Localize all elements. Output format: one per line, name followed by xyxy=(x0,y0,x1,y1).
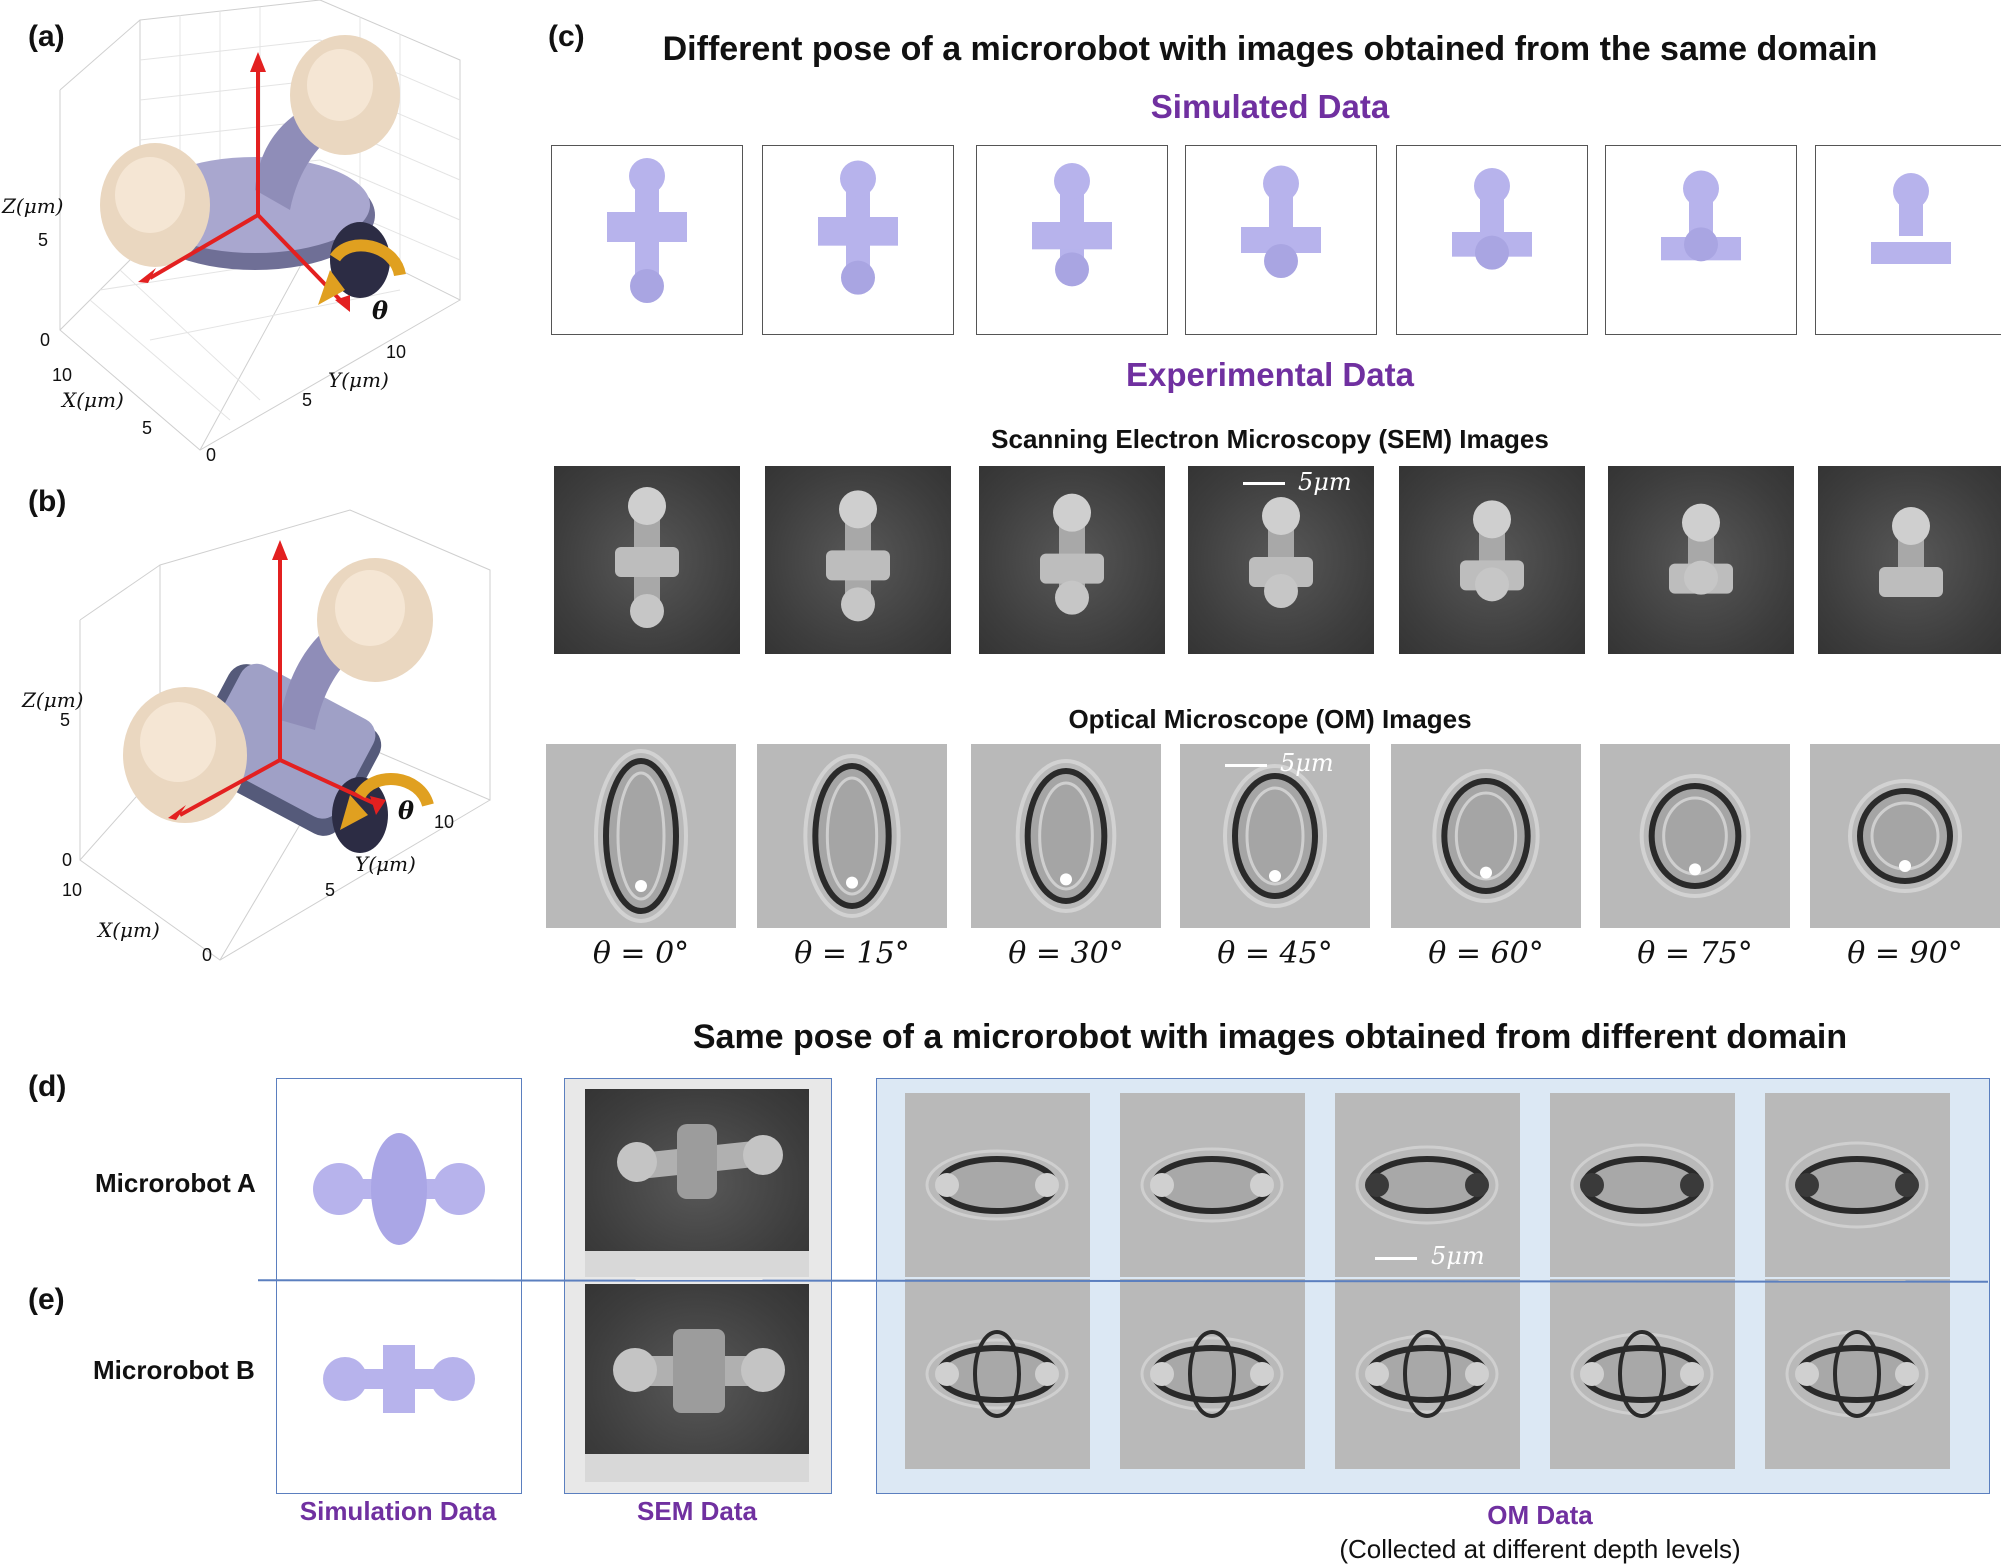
om-data-box: 5μm xyxy=(876,1078,1990,1494)
z-axis-label: Z(μm) xyxy=(22,688,84,712)
om-robot-b-tile xyxy=(1335,1279,1520,1469)
sem-image-robot-a xyxy=(585,1089,809,1277)
x-axis-label: X(μm) xyxy=(98,918,160,942)
x-axis-label: X(μm) xyxy=(62,388,124,412)
footer-simulation-data: Simulation Data xyxy=(299,1496,497,1526)
sem-scale-label: 5μm xyxy=(1298,468,1352,496)
theta-symbol: θ xyxy=(372,296,389,325)
simulated-heading: Simulated Data xyxy=(1150,88,1390,125)
footer-om-data: OM Data xyxy=(1487,1500,1593,1530)
om-robot-a-tile xyxy=(1335,1093,1520,1277)
sem-image-robot-b xyxy=(585,1284,809,1482)
om-robot-b-tile xyxy=(905,1279,1090,1469)
simulated-pose-tile xyxy=(1396,145,1588,335)
om-pose-tile xyxy=(757,744,947,928)
simulated-pose-tile xyxy=(762,145,954,335)
sem-pose-tile xyxy=(1818,466,2001,654)
om-robot-a-tile xyxy=(1550,1093,1735,1277)
angle-label: θ = 75° xyxy=(1637,936,1753,971)
x-tick: 10 xyxy=(62,880,83,900)
simulated-pose-tile xyxy=(551,145,743,335)
sem-pose-tile xyxy=(979,466,1165,654)
angle-label: θ = 30° xyxy=(1008,936,1124,971)
y-tick: 10 xyxy=(386,342,407,362)
angle-label: θ = 60° xyxy=(1428,936,1544,971)
y-axis-label: Y(μm) xyxy=(355,852,416,876)
panel-label-e: (e) xyxy=(28,1283,65,1316)
panel-label-d: (d) xyxy=(28,1070,67,1103)
x-tick: 0 xyxy=(206,445,217,465)
angle-label: θ = 0° xyxy=(592,936,690,971)
om-pose-tile xyxy=(971,744,1161,928)
theta-symbol: θ xyxy=(398,796,415,825)
om-pose-tile: 5μm xyxy=(1180,744,1370,928)
om-pose-tile xyxy=(546,744,736,928)
y-tick: 5 xyxy=(325,880,336,900)
microrobot-a-label: Microrobot A xyxy=(95,1168,256,1198)
panel-label-c: (c) xyxy=(548,20,585,53)
sem-heading: Scanning Electron Microscopy (SEM) Image… xyxy=(991,424,1549,454)
sem-pose-tile xyxy=(554,466,740,654)
om-scale-label: 5μm xyxy=(1431,1242,1485,1270)
footer-sem-data: SEM Data xyxy=(637,1496,757,1526)
om-scale-bar xyxy=(1375,1257,1417,1260)
om-robot-b-tile xyxy=(1765,1279,1950,1469)
y-axis-label: Y(μm) xyxy=(328,368,389,392)
sem-pose-tile xyxy=(765,466,951,654)
om-row-scale-label: 5μm xyxy=(1280,749,1334,777)
plot3d-a: Z(μm) 5 0 10 5 0 X(μm) Y(μm) 10 5 θ xyxy=(0,0,470,470)
sem-pose-tile: 5μm xyxy=(1188,466,1374,654)
x-tick: 5 xyxy=(142,418,153,438)
om-robot-a-tile xyxy=(1120,1093,1305,1277)
z-tick: 5 xyxy=(38,230,49,250)
x-tick: 0 xyxy=(202,945,213,965)
om-pose-tile xyxy=(1391,744,1581,928)
sem-pose-tile xyxy=(1608,466,1794,654)
z-tick: 0 xyxy=(62,850,73,870)
om-robot-a-tile xyxy=(1765,1093,1950,1277)
section-de-title: Same pose of a microrobot with images ob… xyxy=(692,1018,1848,1056)
x-tick: 10 xyxy=(52,365,73,385)
y-tick: 5 xyxy=(302,390,313,410)
experimental-heading: Experimental Data xyxy=(1126,356,1414,393)
angle-label: θ = 45° xyxy=(1217,936,1333,971)
z-tick: 5 xyxy=(60,710,71,730)
panel-label-b: (b) xyxy=(28,485,67,518)
simulated-pose-tile xyxy=(1185,145,1377,335)
om-row-scale-bar xyxy=(1225,764,1267,767)
simulated-pose-tile xyxy=(976,145,1168,335)
om-robot-a-tile xyxy=(905,1093,1090,1277)
om-robot-b-tile xyxy=(1550,1279,1735,1469)
footer-om-note: (Collected at different depth levels) xyxy=(1339,1534,1741,1564)
om-pose-tile xyxy=(1810,744,2000,928)
sem-data-box xyxy=(564,1078,832,1494)
simulation-data-box xyxy=(276,1078,522,1494)
om-robot-b-tile xyxy=(1120,1279,1305,1469)
panel-label-a: (a) xyxy=(28,20,65,53)
simulated-pose-tile xyxy=(1605,145,1797,335)
plot3d-b: Z(μm) 5 0 10 0 X(μm) Y(μm) 10 5 θ xyxy=(0,470,500,990)
om-pose-tile xyxy=(1600,744,1790,928)
section-c-title: Different pose of a microrobot with imag… xyxy=(662,30,1878,68)
z-axis-label: Z(μm) xyxy=(2,194,64,218)
angle-label: θ = 15° xyxy=(794,936,910,971)
om-heading: Optical Microscope (OM) Images xyxy=(1068,704,1472,734)
simulated-pose-tile xyxy=(1815,145,2001,335)
microrobot-b-label: Microrobot B xyxy=(93,1355,255,1385)
z-tick: 0 xyxy=(40,330,51,350)
angle-label: θ = 90° xyxy=(1847,936,1963,971)
y-tick: 10 xyxy=(434,812,455,832)
sem-scale-bar xyxy=(1243,482,1285,485)
sem-pose-tile xyxy=(1399,466,1585,654)
